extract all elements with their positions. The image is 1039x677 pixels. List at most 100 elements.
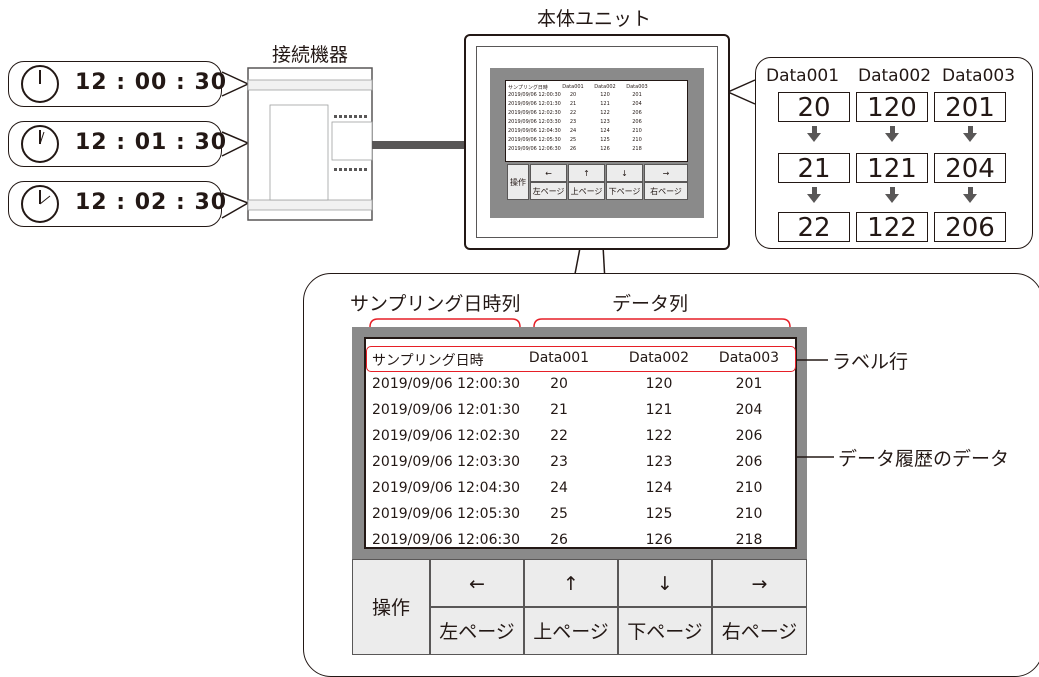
small-down-page-button[interactable]: 下ページ	[606, 182, 643, 200]
table-cell: 120	[645, 376, 673, 392]
table-cell: 126	[645, 532, 673, 548]
clock-icon	[21, 185, 59, 223]
small-table-cell: 2019/09/06 12:02:30	[508, 110, 561, 116]
small-table-cell: 2019/09/06 12:04:30	[508, 128, 561, 134]
small-left-arrow-button[interactable]: ←	[530, 164, 567, 182]
unit-label: 本体ユニット	[537, 8, 652, 30]
down-page-button[interactable]: 下ページ	[618, 607, 712, 655]
history-cell: 121	[856, 153, 928, 184]
small-table-cell: 23	[569, 119, 577, 125]
down-arrow-icon	[812, 126, 817, 133]
small-table-cell: 206	[632, 119, 642, 125]
down-arrow-button[interactable]: ↓	[618, 559, 712, 607]
small-header-cell: Data002	[594, 84, 616, 90]
operate-button[interactable]: 操作	[352, 559, 430, 655]
up-arrow-button[interactable]: ↑	[524, 559, 618, 607]
down-arrow-icon	[968, 187, 973, 194]
small-up-arrow-button[interactable]: ↑	[568, 164, 605, 182]
history-header-3: Data003	[942, 66, 1016, 86]
label-row-highlight	[366, 346, 796, 372]
small-table-cell: 123	[600, 119, 610, 125]
small-table-cell: 2019/09/06 12:03:30	[508, 119, 561, 125]
table-cell: 206	[735, 454, 763, 470]
table-cell: 2019/09/06 12:06:30	[372, 532, 521, 548]
down-arrow-icon	[963, 194, 977, 203]
sampling-column-label: サンプリング日時列	[350, 293, 521, 315]
left-page-button[interactable]: 左ページ	[430, 607, 524, 655]
table-cell: 210	[735, 506, 763, 522]
clock-time-1: 12 : 00 : 30	[75, 70, 228, 95]
table-cell: 24	[550, 480, 568, 496]
history-data-annotation: データ履歴のデータ	[838, 448, 1010, 470]
small-table-cell: 206	[632, 110, 642, 116]
small-table-cell: 201	[632, 92, 642, 98]
table-cell: 210	[735, 480, 763, 496]
small-table-cell: 2019/09/06 12:01:30	[508, 101, 561, 107]
small-right-arrow-button[interactable]: →	[644, 164, 688, 182]
small-left-page-button[interactable]: 左ページ	[530, 182, 567, 200]
device-label: 接続機器	[272, 44, 349, 66]
table-cell: 26	[550, 532, 568, 548]
up-page-button[interactable]: 上ページ	[524, 607, 618, 655]
down-arrow-icon	[885, 133, 899, 142]
right-arrow-button[interactable]: →	[712, 559, 807, 607]
small-table-cell: 210	[632, 128, 642, 134]
small-up-page-button[interactable]: 上ページ	[568, 182, 605, 200]
small-table-cell: 120	[600, 92, 610, 98]
down-arrow-icon	[807, 194, 821, 203]
small-table-cell: 204	[632, 101, 642, 107]
table-cell: 21	[550, 402, 568, 418]
small-header-cell: Data001	[562, 84, 584, 90]
column-braces	[369, 318, 791, 328]
table-cell: 22	[550, 428, 568, 444]
small-table-cell: 2019/09/06 12:06:30	[508, 146, 561, 152]
data-column-label: データ列	[612, 293, 689, 315]
history-cell: 122	[856, 212, 928, 243]
history-cell: 120	[856, 92, 928, 123]
small-table-cell: 2019/09/06 12:00:30	[508, 92, 561, 98]
small-table-cell: 126	[600, 146, 610, 152]
small-table-cell: 20	[569, 92, 577, 98]
left-arrow-button[interactable]: ←	[430, 559, 524, 607]
small-down-arrow-button[interactable]: ↓	[606, 164, 643, 182]
small-table-cell: 24	[569, 128, 577, 134]
down-arrow-icon	[812, 187, 817, 194]
table-cell: 2019/09/06 12:00:30	[372, 376, 521, 392]
table-cell: 122	[645, 428, 673, 444]
clock-time-2: 12 : 01 : 30	[75, 130, 228, 155]
table-header-cell: Data001	[528, 350, 590, 366]
table-cell: 123	[645, 454, 673, 470]
small-operate-button[interactable]: 操作	[507, 164, 529, 200]
small-table-cell: 2019/09/06 12:05:30	[508, 137, 561, 143]
table-cell: 204	[735, 402, 763, 418]
label-row-annotation: ラベル行	[832, 351, 909, 373]
small-right-page-button[interactable]: 右ページ	[644, 182, 688, 200]
down-arrow-icon	[890, 187, 895, 194]
small-table-cell: 125	[600, 137, 610, 143]
big-screen	[364, 337, 797, 549]
down-arrow-icon	[968, 126, 973, 133]
table-cell: 2019/09/06 12:05:30	[372, 506, 521, 522]
cable	[372, 141, 464, 149]
small-table-cell: 26	[569, 146, 577, 152]
history-cell: 21	[778, 153, 850, 184]
small-table-cell: 21	[569, 101, 577, 107]
small-screen	[505, 80, 688, 162]
table-header-cell: Data002	[628, 350, 690, 366]
history-cell: 201	[934, 92, 1006, 123]
down-arrow-icon	[890, 126, 895, 133]
right-page-button[interactable]: 右ページ	[712, 607, 807, 655]
small-table-cell: 210	[632, 137, 642, 143]
table-cell: 2019/09/06 12:02:30	[372, 428, 521, 444]
table-cell: 23	[550, 454, 568, 470]
clock-time-3: 12 : 02 : 30	[75, 190, 228, 215]
table-cell: 121	[645, 402, 673, 418]
small-table-cell: 218	[632, 146, 642, 152]
history-header-2: Data002	[858, 66, 932, 86]
history-cell: 20	[778, 92, 850, 123]
table-cell: 2019/09/06 12:04:30	[372, 480, 521, 496]
table-cell: 124	[645, 480, 673, 496]
small-table-cell: 124	[600, 128, 610, 134]
